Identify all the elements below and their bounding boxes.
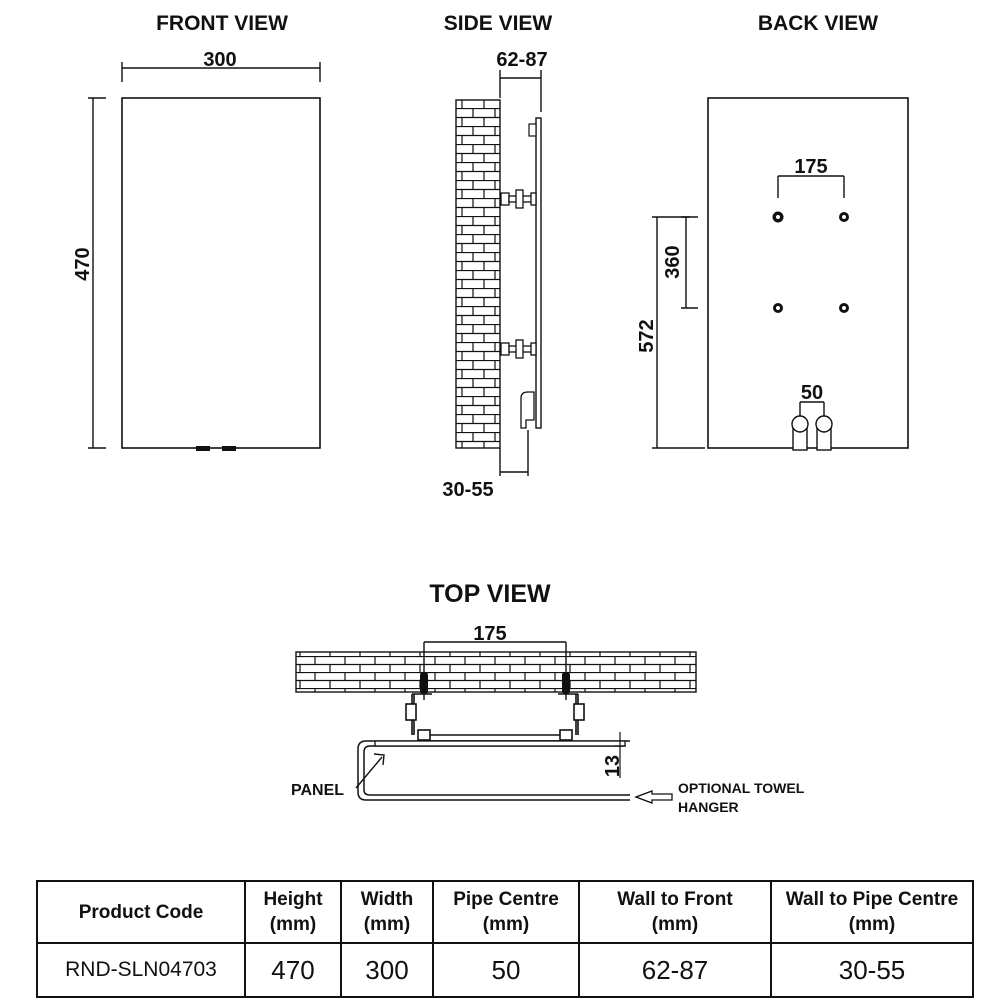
panel-top	[374, 740, 626, 747]
front-view-title: FRONT VIEW	[156, 12, 288, 35]
product-spec-table: Product Code Height(mm) Width(mm) Pipe C…	[36, 880, 974, 998]
side-view-title: SIDE VIEW	[444, 12, 553, 35]
hanger-label-line2: HANGER	[678, 799, 739, 815]
cell-width: 300	[340, 942, 434, 998]
header-wall-to-pipe-centre: Wall to Pipe Centre(mm)	[770, 880, 974, 944]
radiator-panel-side	[535, 117, 542, 429]
technical-drawing: FRONT VIEW 300 470 SIDE VIEW	[72, 12, 909, 815]
cell-wall-to-pipe-centre: 30-55	[770, 942, 974, 998]
pipe-height-dimension-label: 572	[636, 319, 658, 352]
header-product-code: Product Code	[36, 880, 246, 944]
bracket-spacing-dimension-label: 175	[794, 156, 827, 178]
wall-to-pipe-dimension-label: 30-55	[442, 479, 493, 501]
back-view-title: BACK VIEW	[758, 12, 878, 35]
brackets-top	[405, 693, 585, 742]
cell-product-code: RND-SLN04703	[36, 942, 246, 998]
top-view: TOP VIEW 175 13 PANEL	[291, 580, 805, 815]
top-view-title: TOP VIEW	[429, 580, 551, 608]
front-view: FRONT VIEW 300 470	[72, 12, 321, 451]
valve-stub-left	[196, 446, 210, 451]
hanger-arrow	[634, 790, 673, 804]
top-bracket-spacing-dimension-label: 175	[473, 623, 506, 645]
height-dimension-line	[88, 97, 106, 449]
back-view: BACK VIEW 175 360 572	[636, 12, 909, 451]
bracket-spacing-dimension-line	[777, 175, 845, 198]
hanger-label-line1: OPTIONAL TOWEL	[678, 780, 805, 796]
depth-dimension-label: 13	[602, 755, 624, 777]
top-hanger-side	[528, 123, 537, 137]
width-dimension-label: 300	[203, 49, 236, 71]
wall-to-front-dimension-label: 62-87	[496, 49, 547, 71]
header-height: Height(mm)	[244, 880, 342, 944]
cell-height: 470	[244, 942, 342, 998]
side-view: SIDE VIEW 62-87 30-55	[442, 12, 552, 501]
pipe-height-dimension-line	[652, 216, 705, 449]
valve-pipes-back	[791, 415, 833, 451]
wall-brick-side	[455, 99, 501, 449]
header-pipe-centre: Pipe Centre(mm)	[432, 880, 580, 944]
height-dimension-label: 470	[72, 247, 94, 280]
cell-pipe-centre: 50	[432, 942, 580, 998]
panel-label: PANEL	[291, 782, 344, 799]
bracket-lower-side	[500, 339, 537, 359]
valve-stub-right	[222, 446, 236, 451]
pipe-spacing-dimension-line	[799, 401, 825, 416]
valve-elbow-side	[520, 391, 535, 429]
wall-brick-top	[295, 651, 697, 693]
wall-to-pipe-dimension-line	[499, 430, 529, 476]
towel-hanger-top	[357, 740, 630, 801]
table-header-row: Product Code Height(mm) Width(mm) Pipe C…	[36, 880, 974, 944]
pipe-spacing-dimension-label: 50	[801, 382, 823, 404]
width-dimension-line	[121, 62, 321, 82]
table-row: RND-SLN04703 470 300 50 62-87 30-55	[36, 942, 974, 998]
mounting-holes	[772, 211, 849, 313]
header-width: Width(mm)	[340, 880, 434, 944]
header-wall-to-front: Wall to Front(mm)	[578, 880, 772, 944]
depth-dimension-line	[614, 732, 626, 778]
wall-to-front-dimension-line	[499, 70, 542, 112]
bracket-height-dimension-label: 360	[662, 245, 684, 278]
bracket-upper-side	[500, 189, 537, 209]
panel-arrow	[355, 753, 385, 789]
cell-wall-to-front: 62-87	[578, 942, 772, 998]
wall-bolts-top	[420, 672, 570, 694]
radiator-panel-front	[121, 97, 321, 449]
radiator-panel-back	[707, 97, 909, 449]
